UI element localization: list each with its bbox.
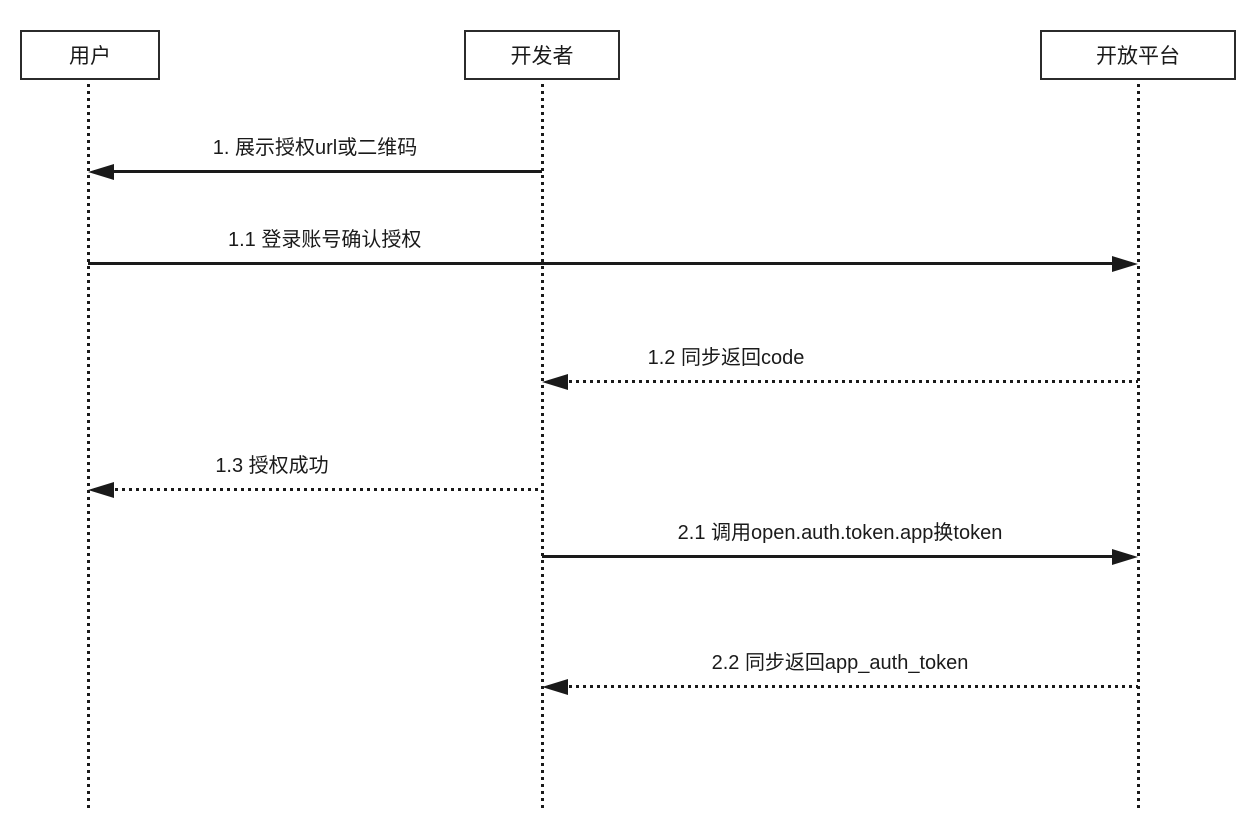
message-4-label: 1.3 授权成功 [215,455,329,477]
message-2-line [88,262,1132,265]
message-2: 1.1 登录账号确认授权 [88,222,1138,282]
arrow-left-icon [542,373,568,390]
message-4-line [94,488,542,491]
message-3: 1.2 同步返回code [542,340,1138,400]
arrow-right-icon [1112,255,1138,272]
message-5: 2.1 调用open.auth.token.app换token [542,515,1138,575]
message-6-label: 2.2 同步返回app_auth_token [711,652,969,674]
actor-label-platform: 开放平台 [1096,45,1180,68]
actor-label-user: 用户 [69,45,111,68]
lifeline-user [86,84,90,812]
message-1: 1. 展示授权url或二维码 [88,130,542,190]
message-6: 2.2 同步返回app_auth_token [542,645,1138,705]
message-2-label: 1.1 登录账号确认授权 [228,229,422,251]
message-1-label: 1. 展示授权url或二维码 [212,137,418,159]
lifeline-developer [540,84,544,812]
message-4: 1.3 授权成功 [88,448,542,508]
message-3-label: 1.2 同步返回code [647,347,805,369]
arrow-left-icon [88,163,114,180]
arrow-left-icon [88,481,114,498]
message-3-line [548,380,1138,383]
actor-label-developer: 开发者 [510,45,574,68]
actor-box-platform: 开放平台 [1040,30,1236,80]
actor-box-developer: 开发者 [464,30,620,80]
arrow-right-icon [1112,548,1138,565]
message-5-line [542,555,1132,558]
arrow-left-icon [542,678,568,695]
message-5-label: 2.1 调用open.auth.token.app换token [677,522,1003,544]
message-1-line [94,170,542,173]
actor-box-user: 用户 [20,30,160,80]
message-6-line [548,685,1138,688]
lifeline-platform [1136,84,1140,812]
